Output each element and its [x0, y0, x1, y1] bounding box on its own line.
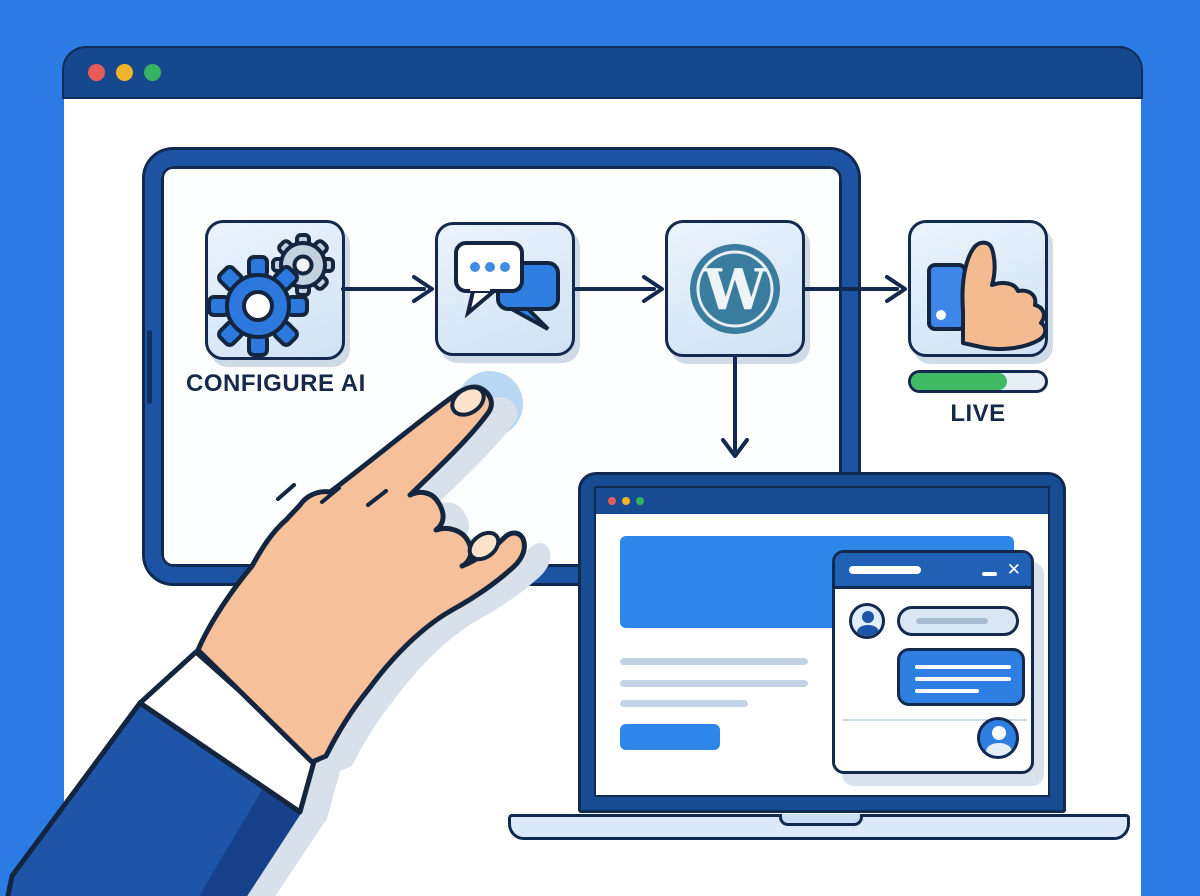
avatar-person-icon	[862, 611, 874, 623]
minimize-icon[interactable]	[981, 571, 997, 576]
zoom-traffic-light-icon[interactable]	[636, 497, 644, 505]
user-message-bubble	[897, 606, 1019, 636]
live-progress-fill	[911, 373, 1008, 390]
thumbs-up-icon	[927, 240, 1045, 351]
chat-widget-header: ✕	[835, 553, 1031, 589]
agent-avatar	[977, 717, 1019, 759]
minimize-traffic-light-icon[interactable]	[116, 64, 133, 81]
step-live-card[interactable]	[908, 220, 1048, 357]
user-avatar	[849, 603, 885, 639]
website-text-placeholder	[620, 680, 808, 687]
chat-widget: ✕	[832, 550, 1034, 774]
chat-input-divider	[843, 719, 1027, 721]
live-progress-bar	[908, 370, 1048, 393]
minimize-traffic-light-icon[interactable]	[622, 497, 630, 505]
zoom-traffic-light-icon[interactable]	[144, 64, 161, 81]
touch-indicator[interactable]	[457, 371, 523, 437]
close-traffic-light-icon[interactable]	[608, 497, 616, 505]
step-live-label: LIVE	[950, 400, 1006, 427]
website-cta-button[interactable]	[620, 724, 720, 750]
window-titlebar	[64, 48, 1141, 97]
chat-bubbles-icon	[454, 241, 560, 331]
agent-message-bubble	[897, 648, 1025, 706]
step-configure-ai-label: CONFIGURE AI	[186, 370, 366, 397]
step-chat-card[interactable]	[435, 222, 575, 356]
website-text-placeholder	[620, 658, 808, 665]
wordpress-logo-letter: W	[703, 257, 768, 323]
step-configure-ai-card[interactable]	[205, 220, 345, 360]
website-text-placeholder	[620, 700, 748, 707]
close-traffic-light-icon[interactable]	[88, 64, 105, 81]
laptop-browser-titlebar	[596, 488, 1048, 514]
gears-icon	[208, 233, 335, 357]
laptop-base-notch	[779, 814, 863, 826]
chat-widget-title-placeholder	[849, 565, 921, 574]
close-icon[interactable]: ✕	[1006, 559, 1021, 579]
wordpress-icon: W	[690, 244, 780, 334]
avatar-person-icon	[992, 726, 1006, 740]
step-wordpress-card[interactable]: W	[665, 220, 805, 357]
tablet-side-button	[147, 330, 152, 404]
